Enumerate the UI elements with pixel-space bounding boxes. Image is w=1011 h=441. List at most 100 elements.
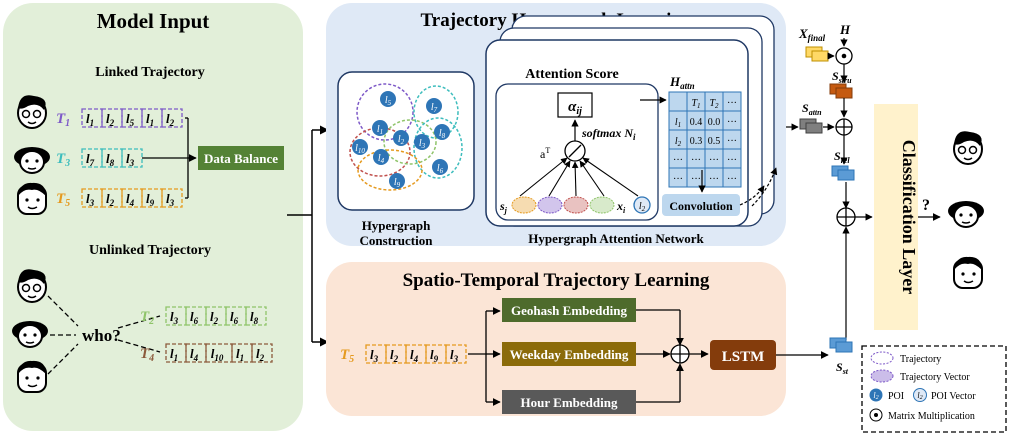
linked-traj-1-poi: l1	[146, 111, 154, 128]
unlinked-traj-1-poi-box	[205, 306, 227, 326]
poi-node: l9	[389, 173, 405, 189]
lstm-box: LSTM	[710, 340, 776, 370]
data-balance-label: Data Balance	[204, 151, 278, 166]
linked-traj-1-poi: l2	[166, 111, 175, 128]
x-i-poi-vector-icon: l2	[633, 196, 651, 214]
unlinked-traj-2-poi: l1	[170, 346, 178, 363]
hour-embedding-box: Hour Embedding	[502, 390, 636, 414]
svg-text:l1: l1	[377, 124, 383, 136]
svg-text:l8: l8	[439, 128, 446, 140]
linked-traj-3-poi: l4	[126, 191, 135, 208]
output-avatar-2	[948, 201, 984, 228]
linked-traj-1-poi: l5	[126, 111, 135, 128]
construction-label-2: Construction	[360, 233, 434, 248]
s-attn-vector-icon	[799, 118, 823, 134]
matrix-cell: 0.4	[690, 117, 703, 128]
poi-node: l1	[372, 120, 388, 136]
unlinked-traj-1-poi-box	[225, 306, 247, 326]
poi-node: l2	[393, 130, 409, 146]
attention-network: αij softmax Ni aT sj xi l2	[495, 83, 659, 221]
hour-embedding-label: Hour Embedding	[521, 395, 618, 410]
matrix-cell: l2	[675, 136, 682, 148]
lstm-label: LSTM	[722, 349, 765, 365]
legend-trajectory-vector: Trajectory Vector	[900, 372, 970, 383]
t5-traj-poi: l3	[450, 347, 459, 364]
linked-traj-1-label: T1	[56, 111, 70, 129]
linked-traj-1-poi-box	[161, 108, 183, 128]
linked-traj-3-poi-box	[141, 188, 163, 208]
matrix-cell: ···	[673, 155, 683, 166]
legend-poi-vector: POI Vector	[931, 391, 976, 402]
poi-node: l10	[352, 139, 368, 155]
linked-traj-2-poi-box	[81, 148, 103, 168]
svg-text:l2: l2	[639, 201, 646, 213]
linked-traj-2-poi: l7	[86, 151, 95, 168]
linked-traj-1-poi-box	[121, 108, 143, 128]
a-transpose-label: aT	[540, 146, 550, 161]
linked-traj-2-poi-box	[121, 148, 143, 168]
unknown-avatar-1	[17, 269, 47, 303]
legend-matrix-mult-icon	[869, 408, 883, 422]
spatio-temporal-title: Spatio-Temporal Trajectory Learning	[403, 270, 710, 291]
linked-traj-3-label: T5	[56, 191, 70, 209]
legend: Trajectory Trajectory Vector l2 POI l2 P…	[861, 345, 1007, 433]
unlinked-trajectory-title: Unlinked Trajectory	[89, 243, 211, 258]
linked-traj-1-poi-box	[141, 108, 163, 128]
matrix-cell: ···	[727, 136, 737, 147]
alpha-box	[557, 92, 593, 118]
linked-traj-3-poi-box	[121, 188, 143, 208]
unlinked-traj-1-poi: l2	[210, 309, 219, 326]
weekday-embedding-box: Weekday Embedding	[502, 342, 636, 366]
unlinked-traj-1-poi: l6	[230, 309, 239, 326]
poi-node: l7	[426, 98, 442, 114]
t5-traj-poi-box	[445, 344, 467, 364]
svg-text:l5: l5	[385, 95, 392, 107]
svg-text:l2: l2	[917, 391, 922, 401]
x-final-vector-icon	[805, 46, 829, 62]
unlinked-traj-2-poi-box	[185, 343, 207, 363]
x-i-label: xi	[616, 199, 626, 215]
x-final-label: Xfinal	[798, 26, 826, 43]
legend-poi: POI	[888, 391, 904, 402]
unlinked-traj-1-poi: l6	[190, 309, 199, 326]
unknown-avatar-3	[17, 360, 47, 393]
matrix-cell: ···	[727, 117, 737, 128]
s-stru-vector-icon	[829, 83, 853, 99]
hypergraph-attention-network-label: Hypergraph Attention Network	[528, 231, 704, 246]
poi-node: l8	[434, 124, 450, 140]
geohash-embedding-box: Geohash Embedding	[502, 298, 636, 322]
s-rel-vector-icon	[831, 165, 855, 181]
unlinked-traj-1-poi-box	[165, 306, 187, 326]
linked-traj-3-poi-box	[161, 188, 183, 208]
unlinked-traj-2-poi-box	[165, 343, 187, 363]
matrix-cell: ···	[673, 174, 683, 185]
unlinked-traj-2-label: T4	[140, 346, 154, 364]
geohash-embedding-label: Geohash Embedding	[511, 303, 627, 318]
unlinked-traj-2-poi-box	[251, 343, 273, 363]
s-st-vector-icon	[829, 337, 853, 353]
linked-trajectory-title: Linked Trajectory	[95, 65, 205, 80]
t5-traj-poi: l4	[410, 347, 419, 364]
s-stru-label: Sstru	[832, 69, 852, 85]
convolution-label: Convolution	[669, 199, 733, 213]
legend-poi-vector-icon: l2	[913, 388, 927, 402]
poi-node: l4	[373, 149, 389, 165]
t5-traj-poi: l2	[390, 347, 399, 364]
unlinked-traj-1-poi-box	[185, 306, 207, 326]
linked-traj-2-poi: l3	[126, 151, 135, 168]
t5-traj-poi: l3	[370, 347, 379, 364]
attention-score-label: Attention Score	[525, 67, 618, 82]
svg-text:l4: l4	[378, 153, 385, 165]
matrix-cell: ···	[691, 155, 701, 166]
matrix-cell: T2	[709, 98, 719, 110]
